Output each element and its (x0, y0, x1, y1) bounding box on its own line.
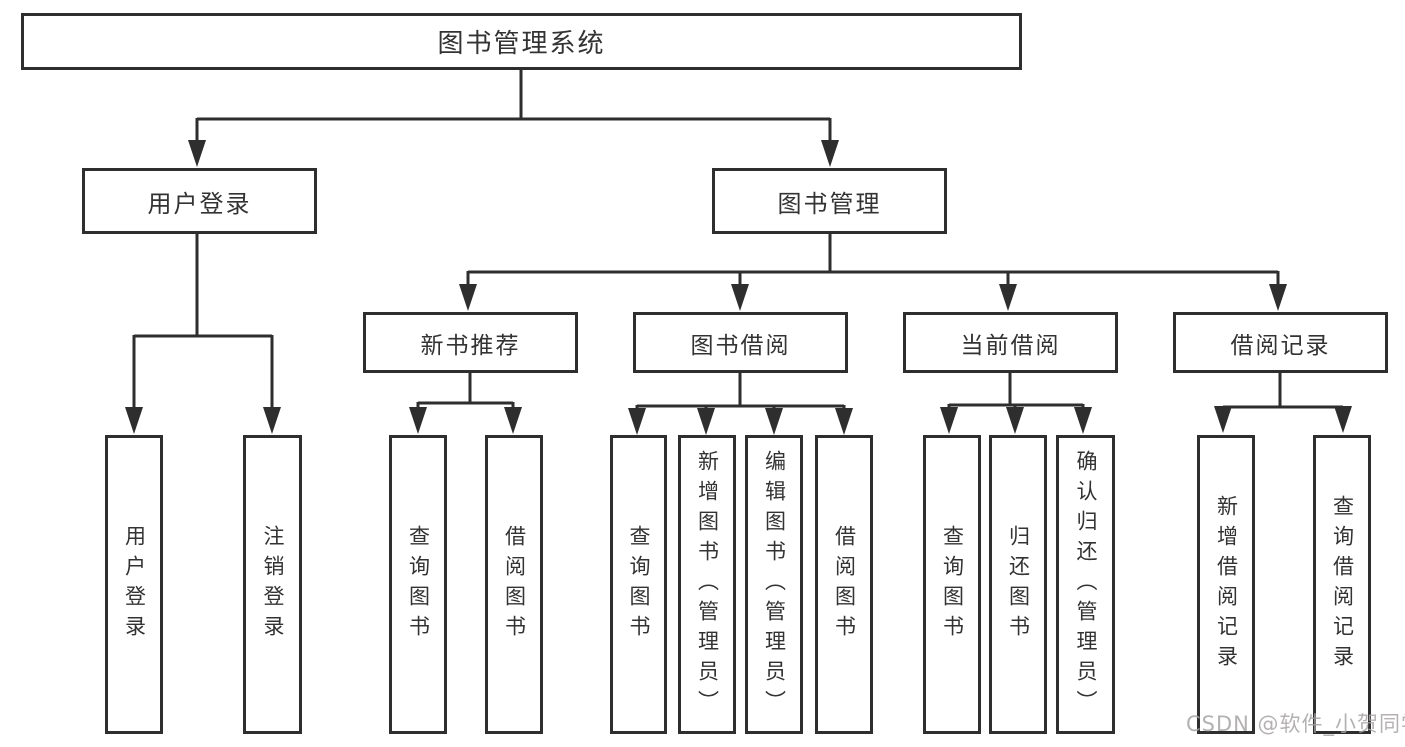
node-new-book-recommend-label: 新书推荐 (420, 332, 521, 359)
arrowhead-icon (188, 140, 206, 167)
leaf-current-return-book: 归还图书 (989, 435, 1047, 734)
csdn-watermark: CSDN @软件_小贺同学 (1186, 712, 1405, 736)
leaf-current-confirm-return-label: 确认归还（管理员） (1074, 449, 1098, 720)
node-book-borrow: 图书借阅 (633, 312, 848, 373)
leaf-borrow-edit-book: 编辑图书（管理员） (745, 435, 803, 734)
node-borrow-record: 借阅记录 (1173, 312, 1388, 373)
leaf-borrow-query-book-label: 查询图书 (627, 524, 651, 645)
leaf-current-confirm-return: 确认归还（管理员） (1056, 435, 1115, 734)
node-current-borrow-label: 当前借阅 (960, 332, 1061, 359)
arrowhead-icon (765, 408, 783, 435)
arrowhead-icon (835, 408, 853, 435)
arrowhead-icon (731, 284, 749, 311)
leaf-record-query-record: 查询借阅记录 (1313, 435, 1371, 734)
arrowhead-icon (459, 284, 477, 311)
leaf-record-add-record-label: 新增借阅记录 (1214, 494, 1239, 675)
arrowhead-icon (940, 407, 958, 434)
node-current-borrow: 当前借阅 (903, 312, 1118, 373)
node-root: 图书管理系统 (21, 13, 1022, 70)
node-user-login-label: 用户登录 (147, 189, 252, 218)
arrowhead-icon (263, 407, 281, 434)
arrowhead-icon (1214, 406, 1232, 433)
leaf-borrow-borrow-book: 借阅图书 (815, 435, 873, 734)
node-book-borrow-label: 图书借阅 (690, 332, 791, 359)
arrowhead-icon (1006, 407, 1024, 434)
leaf-current-query-book: 查询图书 (923, 435, 981, 734)
node-new-book-recommend: 新书推荐 (363, 312, 578, 373)
leaf-user-login-label: 用户登录 (122, 524, 147, 645)
leaf-recommend-query-book-label: 查询图书 (406, 524, 431, 645)
leaf-recommend-borrow-book-label: 借阅图书 (502, 524, 527, 645)
leaf-borrow-add-book-label: 新增图书（管理员） (695, 449, 720, 720)
arrowhead-icon (125, 407, 143, 434)
arrowhead-icon (821, 140, 839, 167)
arrowhead-icon (1074, 407, 1092, 434)
leaf-borrow-add-book: 新增图书（管理员） (678, 435, 736, 734)
leaf-borrow-borrow-book-label: 借阅图书 (832, 524, 857, 645)
leaf-user-login: 用户登录 (105, 435, 163, 734)
leaf-record-add-record: 新增借阅记录 (1197, 435, 1255, 734)
leaf-logout-label: 注销登录 (261, 524, 285, 645)
arrowhead-icon (697, 408, 715, 435)
arrowhead-icon (1334, 406, 1352, 433)
node-borrow-record-label: 借阅记录 (1230, 332, 1331, 359)
node-user-login: 用户登录 (82, 168, 317, 234)
arrowhead-icon (999, 284, 1017, 311)
leaf-recommend-query-book: 查询图书 (389, 435, 447, 734)
leaf-current-query-book-label: 查询图书 (940, 524, 965, 645)
arrowhead-icon (504, 407, 522, 434)
node-root-label: 图书管理系统 (437, 29, 606, 59)
node-book-management-label: 图书管理 (777, 189, 882, 218)
arrowhead-icon (409, 407, 427, 434)
leaf-current-return-book-label: 归还图书 (1006, 524, 1031, 645)
leaf-record-query-record-label: 查询借阅记录 (1330, 494, 1355, 675)
leaf-logout: 注销登录 (243, 435, 302, 734)
arrowhead-icon (628, 408, 646, 435)
leaf-borrow-edit-book-label: 编辑图书（管理员） (762, 449, 787, 720)
node-book-management: 图书管理 (712, 168, 947, 234)
leaf-recommend-borrow-book: 借阅图书 (485, 435, 543, 734)
arrowhead-icon (1269, 284, 1287, 311)
leaf-borrow-query-book: 查询图书 (610, 435, 667, 734)
